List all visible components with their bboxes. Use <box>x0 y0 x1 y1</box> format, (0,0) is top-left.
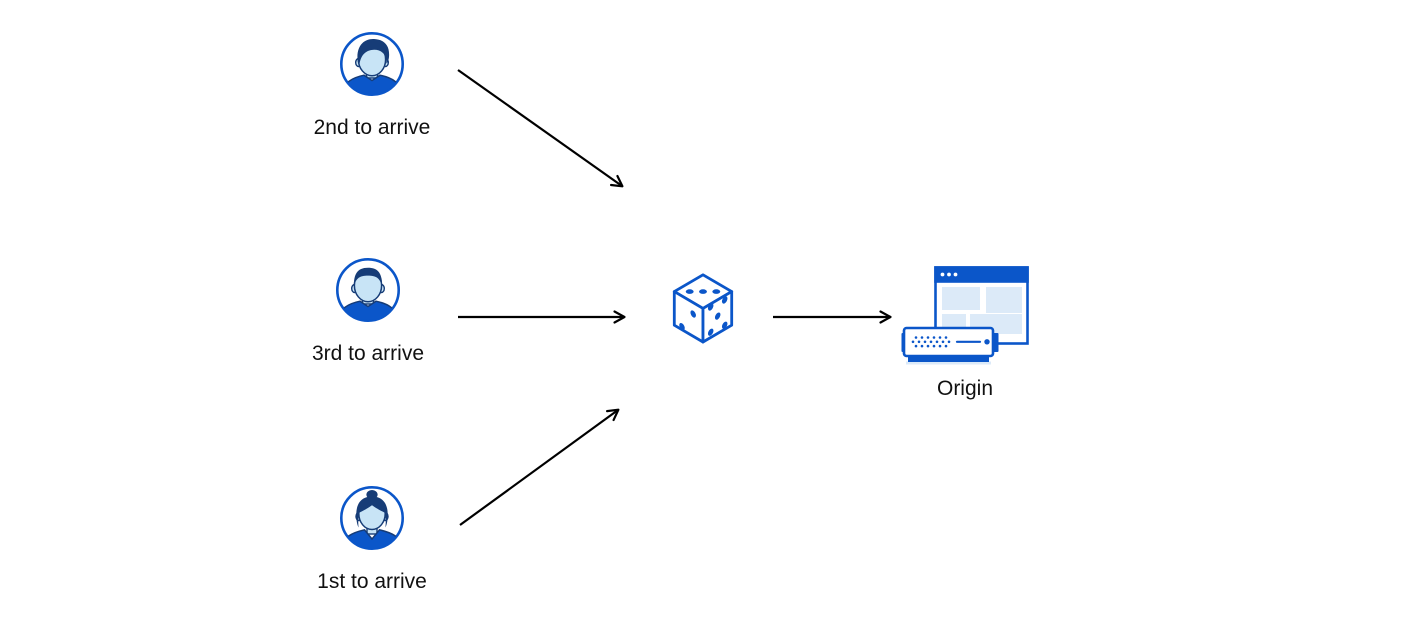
person-avatar-icon <box>336 258 400 322</box>
person-avatar-icon <box>340 32 404 96</box>
user-node-1st-label: 1st to arrive <box>317 570 427 593</box>
user-node-2nd: 2nd to arrive <box>292 32 452 140</box>
user-node-3rd: 3rd to arrive <box>288 258 448 366</box>
origin-server-icon <box>901 266 1029 365</box>
arrow-user2nd-to-dice <box>457 69 624 188</box>
random-selector-node <box>668 271 738 350</box>
origin-label: Origin <box>936 377 994 400</box>
user-node-2nd-label: 2nd to arrive <box>313 116 431 139</box>
user-node-1st: 1st to arrive <box>292 486 452 594</box>
origin-node: Origin <box>897 266 1033 401</box>
arrow-user1st-to-dice <box>459 408 620 526</box>
user-node-3rd-label: 3rd to arrive <box>311 342 425 365</box>
dice-icon <box>672 273 734 344</box>
person-avatar-icon <box>340 486 404 550</box>
